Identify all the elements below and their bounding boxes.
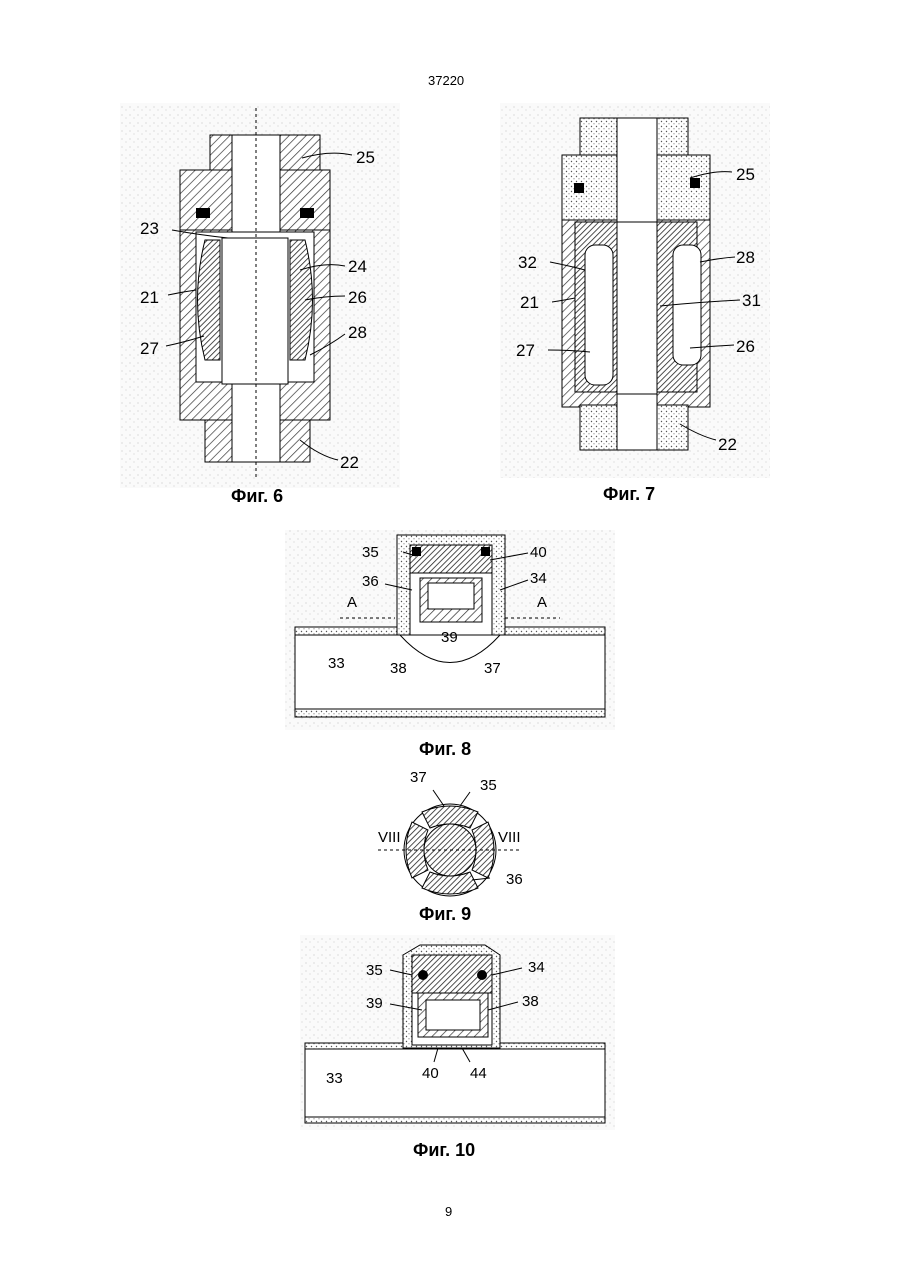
fig10-label: 40 — [422, 1065, 439, 1082]
fig8-label: 33 — [328, 655, 345, 672]
fig7-label: 31 — [742, 291, 761, 310]
fig7-label: 27 — [516, 341, 535, 360]
fig7-label: 21 — [520, 293, 539, 312]
fig9-label: 35 — [480, 777, 497, 794]
fig6-label: 23 — [140, 219, 159, 238]
fig9-label: VIII — [378, 829, 401, 846]
fig6-label: 25 — [356, 148, 375, 167]
fig6-label: 27 — [140, 339, 159, 358]
page-number: 9 — [445, 1204, 452, 1219]
fig7-label: 22 — [718, 435, 737, 454]
fig9-label: 37 — [410, 769, 427, 786]
figure-10-drawing: 35 34 39 38 33 40 44 — [300, 935, 615, 1130]
fig10-label: 35 — [366, 962, 383, 979]
fig8-label: A — [537, 594, 547, 611]
fig6-label: 28 — [348, 323, 367, 342]
fig7-label: 26 — [736, 337, 755, 356]
fig7-label: 28 — [736, 248, 755, 267]
figure-8-drawing: 35 40 36 34 A A 39 33 38 37 — [285, 530, 615, 730]
figure-7-caption: Фиг. 7 — [603, 484, 655, 505]
fig8-label: 39 — [441, 629, 458, 646]
fig6-label: 21 — [140, 288, 159, 307]
fig10-label: 34 — [528, 959, 545, 976]
fig8-label: 40 — [530, 544, 547, 561]
figure-6-drawing: 25 23 24 21 26 27 28 22 — [120, 103, 400, 488]
fig9-label: VIII — [498, 829, 521, 846]
fig10-label: 39 — [366, 995, 383, 1012]
fig8-label: 37 — [484, 660, 501, 677]
fig10-label: 33 — [326, 1070, 343, 1087]
figure-9-caption: Фиг. 9 — [419, 904, 471, 925]
figure-6-caption: Фиг. 6 — [231, 486, 283, 507]
fig8-label: 35 — [362, 544, 379, 561]
fig10-label: 38 — [522, 993, 539, 1010]
fig7-label: 25 — [736, 165, 755, 184]
figure-9-drawing: 37 35 VIII VIII 36 — [378, 769, 523, 896]
fig10-label: 44 — [470, 1065, 487, 1082]
fig6-label: 24 — [348, 257, 367, 276]
figure-8-caption: Фиг. 8 — [419, 739, 471, 760]
fig6-label: 26 — [348, 288, 367, 307]
fig6-label: 22 — [340, 453, 359, 472]
figure-10-caption: Фиг. 10 — [413, 1140, 475, 1161]
fig8-label: 34 — [530, 570, 547, 587]
figure-7-drawing: 25 32 28 21 31 27 26 22 — [500, 103, 770, 478]
fig7-label: 32 — [518, 253, 537, 272]
fig8-label: 38 — [390, 660, 407, 677]
fig8-label: A — [347, 594, 357, 611]
fig8-label: 36 — [362, 573, 379, 590]
fig9-label: 36 — [506, 871, 523, 888]
